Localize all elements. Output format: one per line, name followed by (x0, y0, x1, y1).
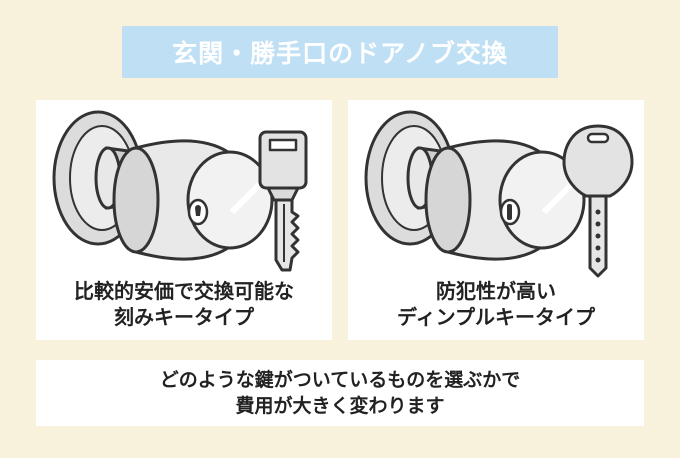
caption-line-1: 防犯性が高い (436, 279, 556, 303)
door-knob-icon (52, 110, 274, 261)
summary-line-1: どのような鍵がついているものを選ぶかで (159, 369, 521, 391)
caption-line-2: ディンプルキータイプ (397, 305, 595, 329)
page-title: 玄関・勝手口のドアノブ交換 (172, 39, 508, 68)
notched-key-icon (258, 130, 308, 272)
card-caption: 防犯性が高い ディンプルキータイプ (348, 278, 644, 330)
summary-line-2: 費用が大きく変わります (235, 395, 445, 417)
card-dimple-key: 防犯性が高い ディンプルキータイプ (348, 100, 644, 340)
title-banner: 玄関・勝手口のドアノブ交換 (122, 26, 558, 78)
dimple-key-icon (562, 124, 634, 278)
caption-line-1: 比較的安価で交換可能な (74, 279, 294, 303)
door-knob-icon (364, 110, 586, 261)
summary-box: どのような鍵がついているものを選ぶかで 費用が大きく変わります (36, 360, 644, 426)
card-illustration (52, 110, 308, 272)
caption-line-2: 刻みキータイプ (114, 305, 254, 329)
card-caption: 比較的安価で交換可能な 刻みキータイプ (36, 278, 332, 330)
card-illustration (364, 110, 634, 278)
card-notched-key: 比較的安価で交換可能な 刻みキータイプ (36, 100, 332, 340)
